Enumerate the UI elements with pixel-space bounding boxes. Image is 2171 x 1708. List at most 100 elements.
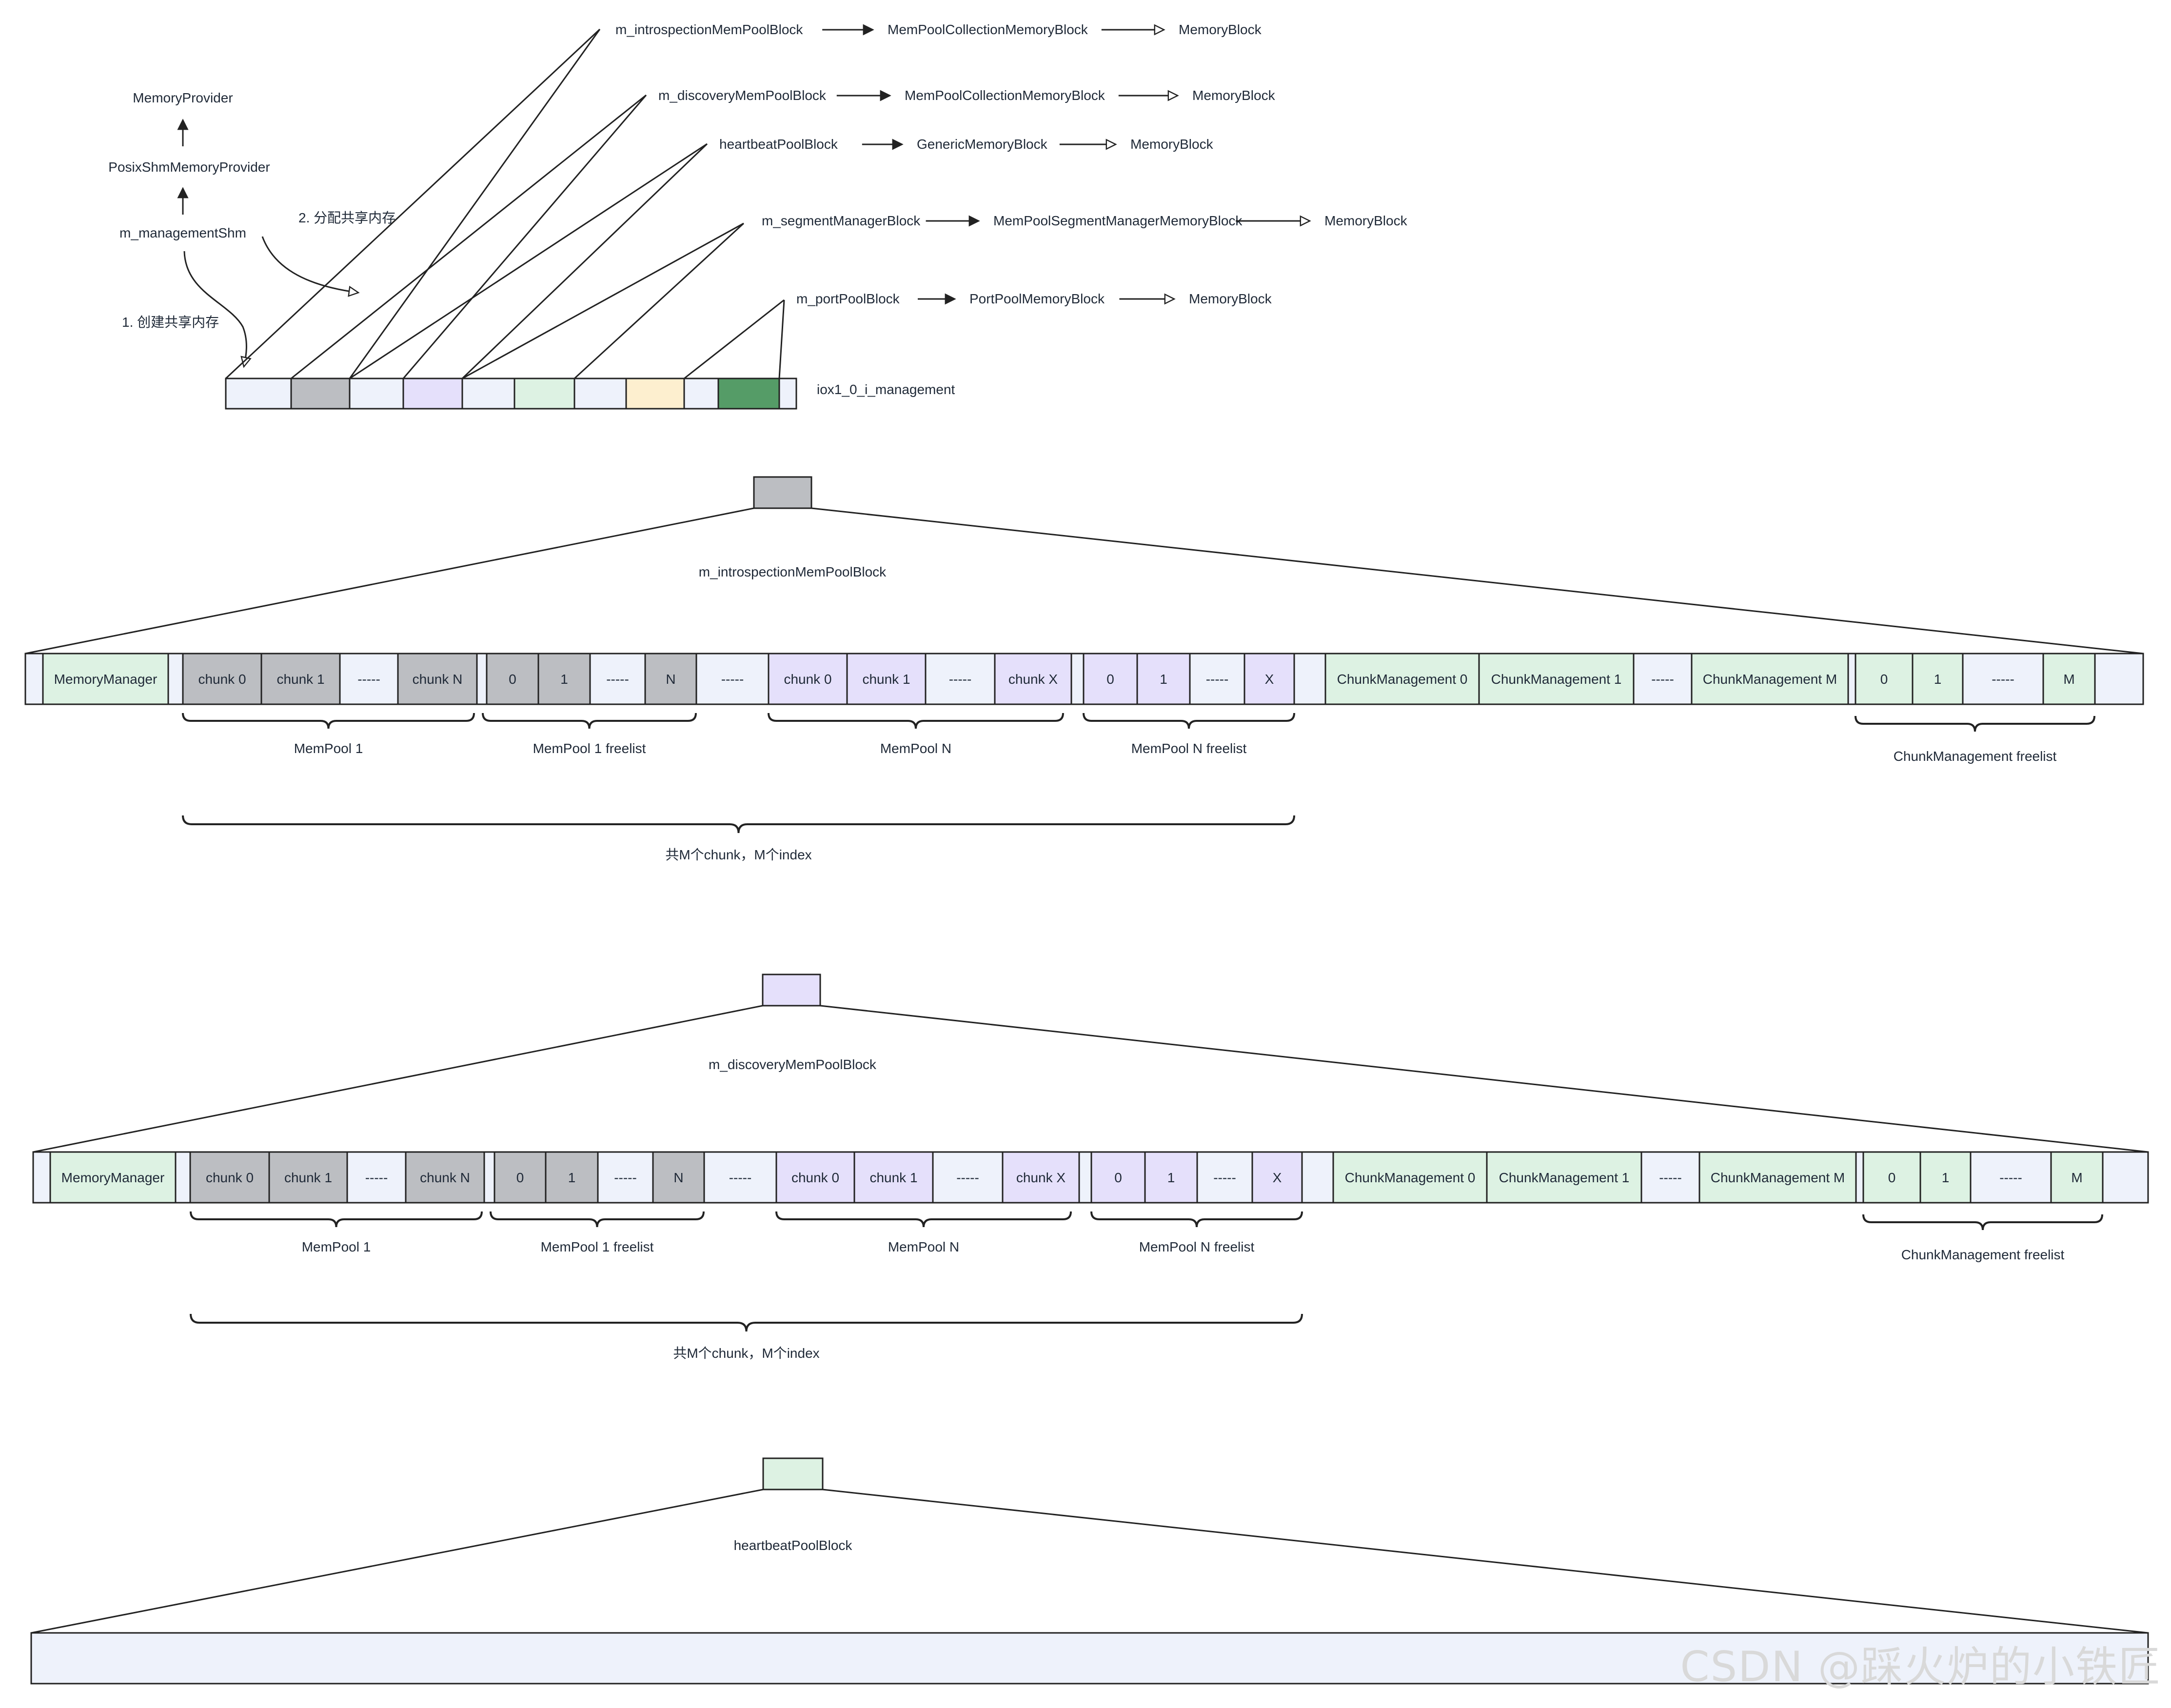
discovery-big-brace-label: 共M个chunk，M个index [673,1346,819,1361]
introspection-big-brace-label: 共M个chunk，M个index [665,847,811,862]
heartbeat-detail: heartbeatPoolBlock [30,1457,2149,1685]
zoom-line-left-3 [31,1489,764,1634]
introspection-cell-22 [1293,653,1326,705]
introspection-cell-19 [1136,653,1191,705]
introspection-cell-16 [994,653,1072,705]
discovery-cell-24 [1486,1151,1642,1204]
fan-line-1-b [402,95,647,379]
zoom-line-left [25,507,754,655]
step2-arrow [261,236,358,293]
csdn-watermark: CSDN @踩火炉的小铁匠 [1680,1643,2161,1691]
discovery-brace-label-3: MemPool N freelist [1139,1239,1255,1254]
discovery-cell-label-5: ----- [365,1170,388,1185]
discovery-cell-label-20: ----- [1213,1170,1236,1185]
discovery-cell-6 [405,1151,485,1204]
discovery-cell-21 [1251,1151,1303,1204]
introspection-cell-label-23: ChunkManagement 0 [1337,672,1468,687]
discovery-cell-label-24: ChunkManagement 1 [1499,1170,1630,1185]
introspection-cell-label-28: 0 [1880,672,1888,687]
discovery-brace-3 [1090,1211,1303,1228]
introspection-cell-13 [768,653,848,705]
introspection-cell-2 [167,653,184,705]
discovery-title: m_discoveryMemPoolBlock [709,1057,877,1072]
segment-cell-4 [461,377,515,410]
discovery-cell-label-1: MemoryManager [61,1170,165,1185]
introspection-cell-label-11: N [666,672,675,687]
introspection-cell-14 [846,653,927,705]
discovery-cell-label-12: ----- [729,1170,752,1185]
introspection-cell-15 [925,653,996,705]
discovery-cell-label-25: ----- [1659,1170,1682,1185]
introspection-brace-4 [1855,715,2095,732]
discovery-cell-31 [2050,1151,2104,1204]
segment-cell-5 [513,377,575,410]
introspection-zoom-box [753,476,812,509]
introspection-cell-label-21: X [1265,672,1274,687]
discovery-cell-label-8: 0 [516,1170,524,1185]
introspection-title: m_introspectionMemPoolBlock [699,564,887,579]
introspection-cell-18 [1083,653,1138,705]
block-fan-lines [225,28,785,379]
fan-line-2-a [349,143,708,379]
step1-label: 1. 创建共享内存 [122,315,219,330]
introspection-cell-label-9: 1 [560,672,568,687]
fan-line-4-a [778,299,785,379]
discovery-cell-label-31: M [2071,1170,2082,1185]
introspection-cell-28 [1855,653,1914,705]
discovery-cell-29 [1919,1151,1972,1204]
memory-provider-label: MemoryProvider [133,90,233,105]
discovery-cell-label-19: 1 [1167,1170,1175,1185]
zoom-line-right [811,507,2144,655]
discovery-cell-label-30: ----- [1999,1170,2022,1185]
introspection-cell-29 [1912,653,1964,705]
discovery-cell-2 [175,1151,191,1204]
discovery-brace-4 [1862,1214,2103,1231]
discovery-cell-label-4: chunk 1 [284,1170,332,1185]
zoom-line-right-3 [822,1489,2149,1634]
discovery-big-brace [190,1313,1303,1332]
top-row-3-item-0: m_segmentManagerBlock [762,213,921,228]
introspection-cell-label-15: ----- [949,672,972,687]
discovery-cell-0 [32,1151,51,1204]
discovery-cell-5 [346,1151,407,1204]
introspection-cell-30 [1962,653,2044,705]
discovery-cell-10 [597,1151,654,1204]
introspection-brace-1 [482,713,697,729]
introspection-brace-3 [1083,713,1295,729]
top-row-1-item-1: MemPoolCollectionMemoryBlock [905,88,1105,103]
discovery-brace-0 [190,1211,483,1228]
introspection-cell-label-26: ChunkManagement M [1703,672,1837,687]
introspection-cell-27 [1847,653,1856,705]
discovery-cell-28 [1862,1151,1921,1204]
discovery-cell-label-28: 0 [1888,1170,1896,1185]
introspection-brace-0 [182,713,475,729]
fan-line-4-b [684,299,785,379]
discovery-cell-label-21: X [1273,1170,1282,1185]
discovery-cell-8 [493,1151,547,1204]
introspection-cell-label-4: chunk 1 [276,672,324,687]
segment-cell-9 [717,377,780,410]
heartbeat-title: heartbeatPoolBlock [734,1538,853,1553]
introspection-cell-label-12: ----- [721,672,744,687]
top-row-2-item-2: MemoryBlock [1130,137,1214,152]
top-row-4-item-2: MemoryBlock [1189,291,1272,306]
discovery-cell-13 [775,1151,855,1204]
discovery-cell-4 [268,1151,348,1204]
introspection-cell-label-6: chunk N [413,672,463,687]
introspection-cell-label-8: 0 [509,672,516,687]
segment-cell-3 [402,377,463,410]
introspection-cell-12 [695,653,770,705]
introspection-cell-label-25: ----- [1651,672,1674,687]
discovery-cell-7 [483,1151,495,1204]
discovery-cell-label-11: N [673,1170,683,1185]
introspection-cell-9 [537,653,591,705]
discovery-brace-label-1: MemPool 1 freelist [541,1239,654,1254]
segment-cell-8 [683,377,719,410]
introspection-cell-label-5: ----- [357,672,380,687]
discovery-cell-label-9: 1 [568,1170,576,1185]
heartbeat-bar [30,1632,2149,1685]
introspection-big-brace [182,815,1295,834]
segment-cell-6 [573,377,627,410]
